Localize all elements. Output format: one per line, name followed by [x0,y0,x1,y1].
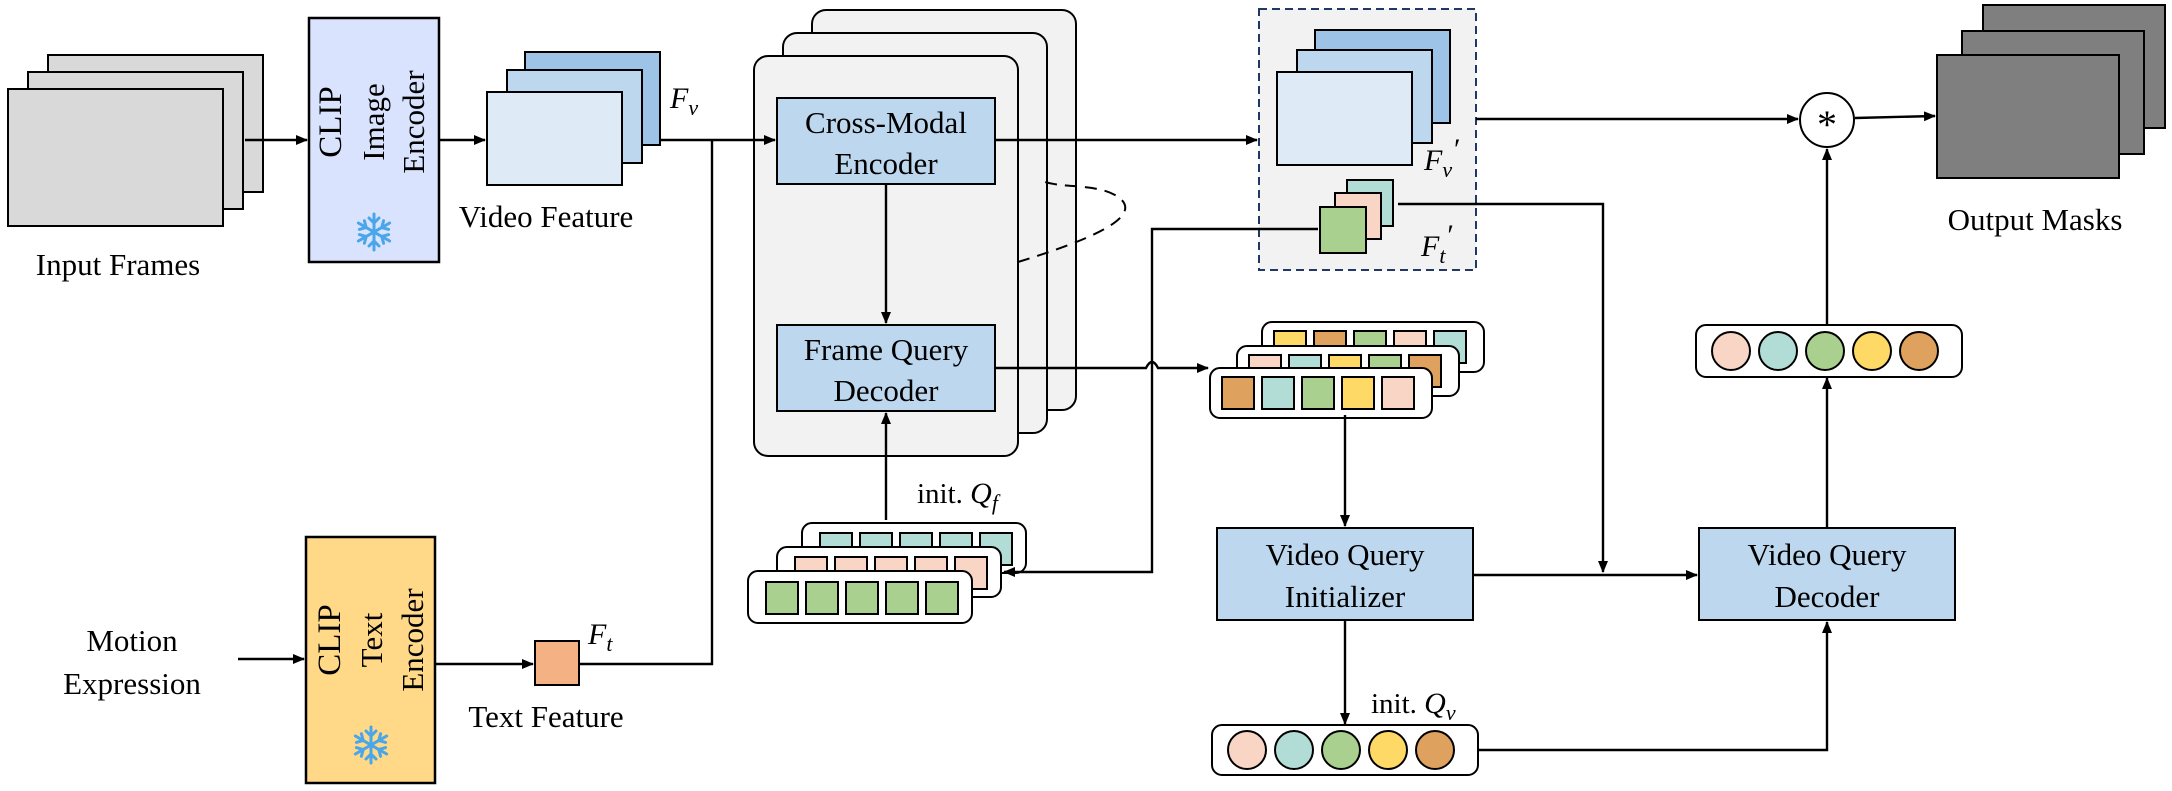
text-feature-token [534,640,580,686]
query-token [845,581,879,615]
init-qf-label: init. Qf [917,477,1001,515]
video-query-decoder: Video Query Decoder [1698,527,1956,621]
query-token [1227,730,1267,770]
enhanced-text-feature-stack [1319,179,1394,254]
video-query-decoder-line1: Video Query [1747,537,1907,572]
frame-query-decoder-line1: Frame Query [804,332,969,367]
input-frames-label: Input Frames [36,247,200,282]
cross-modal-line1: Cross-Modal [805,105,967,140]
output-masks-label: Output Masks [1948,202,2123,237]
ft-symbol: Ft [587,618,613,656]
connectors [238,111,1936,752]
text-feature-label: Text Feature [468,699,623,734]
cross-modal-encoder: Cross-Modal Encoder [776,97,996,185]
frame-query-decoder-line2: Decoder [834,373,940,408]
image-encoder-line3: Encoder [396,70,431,174]
query-token [1221,376,1255,410]
decoded-video-query-tokens [1695,324,1963,378]
video-query-decoder-line2: Decoder [1775,579,1881,614]
video-query-initializer: Video Query Initializer [1216,527,1474,621]
multiply-node [1799,92,1855,148]
motion-expression-line1: Motion [86,623,178,658]
text-encoder-line3: Encoder [395,588,430,692]
image-encoder-line1: CLIP [313,86,349,158]
init-qv-label: init. Qv [1371,687,1456,725]
frame-query-decoder: Frame Query Decoder [776,324,996,412]
enhanced-video-feature-stack [1276,29,1451,166]
query-token [925,581,959,615]
video-feature-stack [486,51,661,186]
clip-text-encoder: CLIP Text Encoder [304,535,437,785]
fv-symbol: Fv [669,82,698,120]
query-token [1805,331,1845,371]
query-token [1368,730,1408,770]
query-token [1341,376,1375,410]
query-token [1758,331,1798,371]
query-token [1415,730,1455,770]
query-token [885,581,919,615]
output-masks [1936,4,2166,179]
cross-modal-line2: Encoder [834,146,938,181]
text-encoder-line2: Text [354,612,389,667]
video-query-initializer-line1: Video Query [1265,537,1425,572]
motion-expression-line2: Expression [63,666,201,701]
input-frames [7,54,264,227]
clip-image-encoder: CLIP Image Encoder [307,16,441,264]
frame-query-stack [747,522,1027,624]
query-token [1852,331,1892,371]
query-token [1899,331,1939,371]
query-token [765,581,799,615]
query-token [1274,730,1314,770]
multiply-symbol: * [1817,102,1837,147]
text-encoder-line1: CLIP [312,604,348,676]
fv-prime-symbol: Fv′ [1423,133,1459,182]
video-feature-label: Video Feature [459,199,634,234]
query-token [1261,376,1295,410]
image-encoder-line2: Image [356,83,391,160]
query-token [1711,331,1751,371]
video-query-tokens [1211,724,1479,776]
query-token [1381,376,1415,410]
query-token [805,581,839,615]
video-query-initializer-line2: Initializer [1285,579,1406,614]
query-token [1321,730,1361,770]
query-token [1301,376,1335,410]
ft-prime-symbol: Ft′ [1420,219,1452,268]
per-frame-query-stack [1209,321,1485,419]
